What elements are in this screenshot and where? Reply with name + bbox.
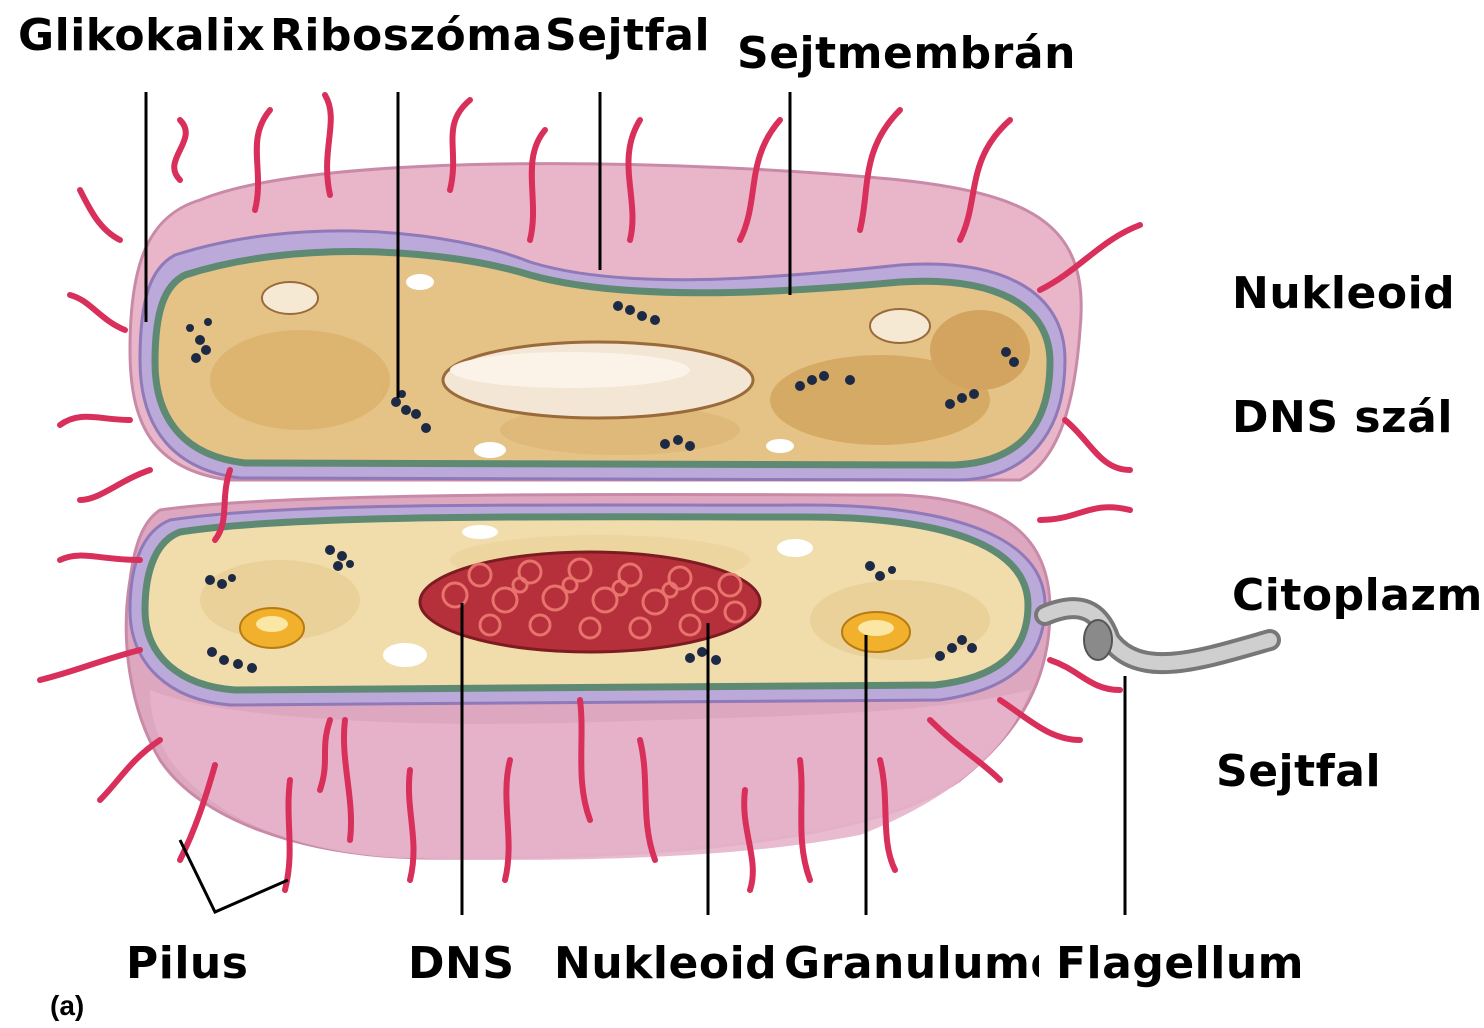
- label-pilus: Pilus: [126, 942, 248, 986]
- leader-pilus: [180, 840, 288, 912]
- label-nukleoid-bottom: Nukleoid: [554, 942, 777, 986]
- label-nukleoid-right: Nukleoid: [1232, 272, 1455, 316]
- upper-inclusion-left: [262, 282, 318, 314]
- panel-label: (a): [50, 990, 84, 1022]
- label-sejtfal-right: Sejtfal: [1216, 750, 1381, 794]
- label-dns-szal: DNS szál: [1232, 396, 1453, 440]
- label-sejtfal-top: Sejtfal: [545, 14, 710, 58]
- upper-cell: [130, 164, 1081, 480]
- label-dns: DNS: [408, 942, 515, 986]
- label-flagellum: Flagellum: [1056, 942, 1304, 986]
- label-glikokalix: Glikokalix: [18, 14, 265, 58]
- label-citoplazma: Citoplazma: [1232, 574, 1484, 618]
- flagellum-basal-body: [1084, 620, 1112, 660]
- label-riboszoma: Riboszóma: [270, 14, 543, 58]
- label-granulumok: Granulumok: [784, 942, 1039, 986]
- upper-inclusion-right: [870, 309, 930, 343]
- label-sejtmembran: Sejtmembrán: [737, 32, 1076, 76]
